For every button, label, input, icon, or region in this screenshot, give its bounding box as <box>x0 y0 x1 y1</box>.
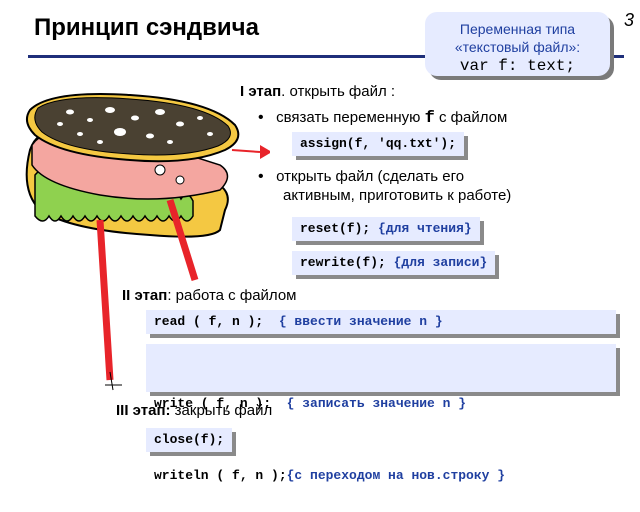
stage2-label: II этап <box>122 287 168 304</box>
title-underline <box>28 55 624 58</box>
callout-code: var f: text; <box>459 57 576 75</box>
read-comment: { ввести значение n } <box>278 314 443 329</box>
callout-title: Переменная типа «текстовый файл»: <box>425 20 610 56</box>
reset-code: reset(f); <box>300 221 379 236</box>
sandwich-illustration <box>25 93 270 391</box>
rewrite-code-box: rewrite(f); {для записи} <box>292 251 496 275</box>
reset-comment: {для чтения} <box>378 221 472 236</box>
arrow-stage2 <box>166 198 199 282</box>
bullet2-line1: открыть файл (сделать его <box>276 168 465 185</box>
writeln-comment: {с переходом на нов.строку } <box>286 468 506 483</box>
read-code-box: read ( f, n ); { ввести значение n } <box>146 310 616 334</box>
stage1-heading: I этап. открыть файл : <box>240 83 395 100</box>
bullet1-tail: с файлом <box>434 109 508 126</box>
bullet1-var: f <box>424 109 435 128</box>
writeln-code: writeln ( f, n ); <box>154 468 287 483</box>
slide-title: Принцип сэндвича <box>34 14 259 41</box>
top-bread-dark <box>34 97 231 156</box>
stage3-label: III этап: <box>116 402 171 419</box>
write-code-box: write ( f, n ); { записать значение n } … <box>146 344 616 483</box>
reset-code-box: reset(f); {для чтения} <box>292 217 480 241</box>
bullet2-line2: активным, приготовить к работе) <box>283 187 512 204</box>
bread-seeds <box>57 107 213 144</box>
rewrite-comment: {для записи} <box>393 255 488 270</box>
arrow-stage1 <box>231 149 261 153</box>
stage2-text: : работа с файлом <box>167 287 297 304</box>
arrow-stage3 <box>96 219 114 381</box>
write-comment: { записать значение n } <box>286 396 467 411</box>
stage3-text: закрыть файл <box>170 402 273 419</box>
write-code: write ( f, n ); <box>154 396 287 411</box>
callout-body: Переменная типа «текстовый файл»: var f:… <box>425 12 610 76</box>
assign-code-box: assign(f, 'qq.txt'); <box>292 132 465 156</box>
callout-box: Переменная типа «текстовый файл»: var f:… <box>425 12 614 80</box>
stage2-heading: II этап: работа с файлом <box>122 287 296 304</box>
stage1-label: I этап <box>240 83 282 100</box>
stage1-text: . открыть файл : <box>281 83 396 100</box>
stage3-heading: III этап: закрыть файл <box>116 402 272 419</box>
page-number: 3 <box>623 10 634 30</box>
close-code-box: close(f); <box>146 428 233 452</box>
stage1-bullet2: • открыть файл (сделать его активным, пр… <box>258 168 512 204</box>
read-code: read ( f, n ); <box>154 314 279 329</box>
stage1-bullet1: • связать переменную f с файлом <box>258 109 508 128</box>
bullet1-text: связать переменную <box>276 109 425 126</box>
callout-line2: «текстовый файл»: <box>454 39 581 55</box>
callout-line1: Переменная типа <box>459 21 576 37</box>
rewrite-code: rewrite(f); <box>300 255 394 270</box>
arrow-stage1-head <box>260 145 270 159</box>
